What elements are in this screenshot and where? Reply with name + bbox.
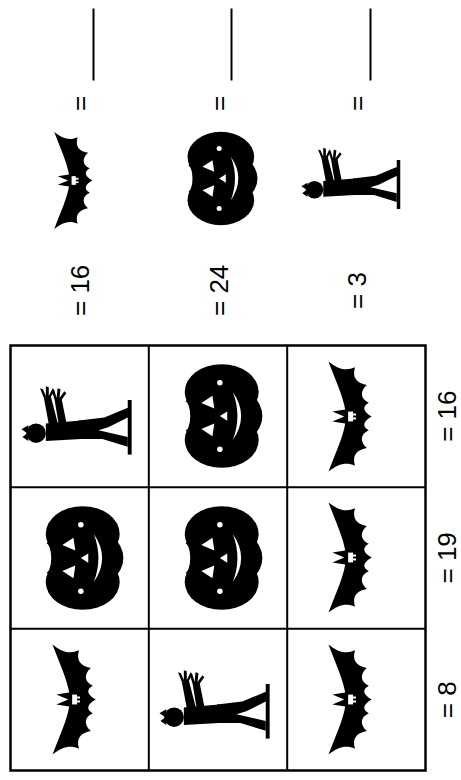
grid-frame: [10, 345, 425, 770]
column-sum: = 16: [433, 390, 459, 441]
pumpkin-icon: [182, 131, 257, 224]
equals-sign: =: [205, 95, 231, 110]
zombie-icon: [21, 386, 131, 454]
row-sum: = 16: [66, 264, 92, 315]
pumpkin-icon: [179, 506, 262, 610]
pumpkin-icon: [40, 506, 123, 610]
pumpkin-icon: [179, 364, 262, 468]
bat-icon: [328, 644, 371, 754]
grid-line: [286, 345, 288, 770]
bat-icon: [328, 361, 371, 471]
equals-sign: =: [66, 95, 92, 110]
row-sum: = 24: [205, 264, 231, 315]
grid-line: [147, 345, 149, 770]
row-sum: = 3: [343, 272, 369, 309]
answer-blank: [92, 8, 94, 80]
zombie-icon: [159, 670, 269, 738]
bat-icon: [54, 131, 92, 228]
bat-icon: [328, 502, 371, 612]
column-sum: = 19: [433, 532, 459, 583]
column-sum: = 8: [433, 681, 459, 718]
answer-blank: [369, 8, 371, 80]
zombie-icon: [301, 147, 400, 208]
answer-blank: [230, 8, 232, 80]
grid-line: [10, 627, 425, 629]
grid-line: [10, 486, 425, 488]
equals-sign: =: [343, 95, 369, 110]
bat-icon: [52, 644, 95, 754]
